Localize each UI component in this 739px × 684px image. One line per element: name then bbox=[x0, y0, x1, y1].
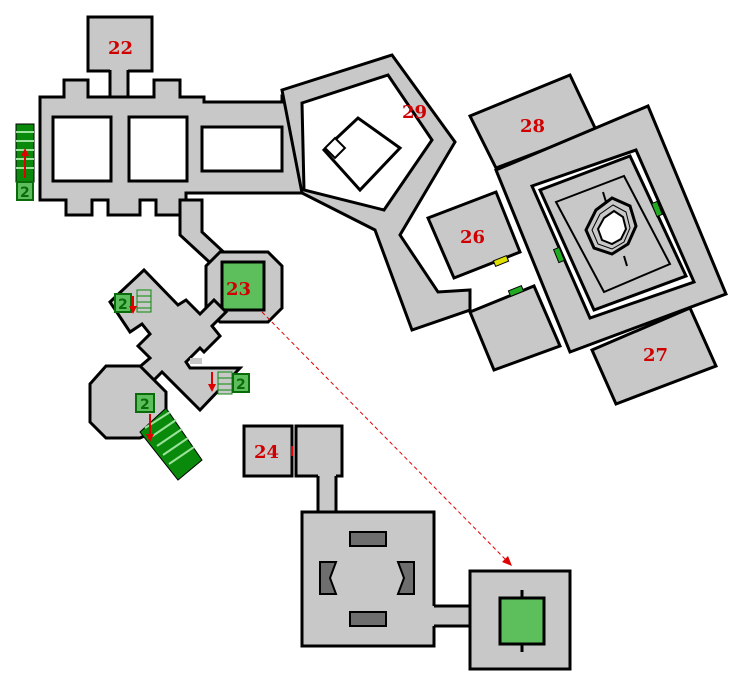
room-label-27: 27 bbox=[643, 345, 668, 366]
stair-marker-sw: 2 bbox=[140, 397, 150, 413]
stair-marker-west: 2 bbox=[20, 185, 30, 201]
teleport-path bbox=[261, 311, 509, 563]
stairs-cross-upper[interactable]: 2 bbox=[114, 289, 152, 314]
room-label-28: 28 bbox=[520, 116, 545, 137]
stair-marker-cross-lower: 2 bbox=[236, 377, 246, 393]
room-label-26: 26 bbox=[460, 227, 485, 248]
room-26: 26 bbox=[426, 190, 522, 280]
room-label-29: 29 bbox=[402, 102, 427, 123]
arrow-down-icon bbox=[146, 434, 154, 442]
door-green-3[interactable] bbox=[650, 200, 664, 218]
stairs-cross-lower[interactable]: 2 bbox=[208, 371, 250, 395]
door-green-1[interactable] bbox=[507, 284, 525, 298]
room-22 bbox=[86, 15, 154, 98]
stairs-west[interactable]: 2 bbox=[15, 123, 35, 201]
arrow-down-icon bbox=[208, 384, 216, 392]
room-27: 27 bbox=[590, 306, 719, 406]
arrow-down-icon bbox=[129, 306, 137, 314]
south-hall bbox=[300, 510, 472, 648]
tower-icon bbox=[584, 191, 638, 267]
pillar-top bbox=[349, 531, 387, 547]
west-hall bbox=[38, 78, 304, 217]
door-yellow[interactable] bbox=[492, 254, 510, 268]
pillar-right bbox=[396, 561, 415, 595]
door-green-2[interactable] bbox=[552, 246, 566, 264]
destination-room[interactable] bbox=[468, 569, 572, 671]
room-label-22: 22 bbox=[108, 38, 133, 59]
pillar-bottom bbox=[349, 611, 387, 627]
room-29: 29 bbox=[280, 53, 472, 332]
room-24: 24 bbox=[242, 424, 344, 514]
room-23[interactable]: 23 bbox=[204, 250, 284, 324]
room-label-23: 23 bbox=[226, 279, 251, 300]
room-label-24: 24 bbox=[254, 442, 279, 463]
pillar-left bbox=[319, 561, 338, 595]
stair-marker-cross-upper: 2 bbox=[118, 297, 128, 313]
octagon-room-sw bbox=[88, 364, 168, 440]
room-sw-of-complex bbox=[468, 284, 563, 372]
stairs-sw[interactable]: 2 bbox=[135, 393, 203, 481]
arrow-head-icon bbox=[502, 556, 512, 566]
